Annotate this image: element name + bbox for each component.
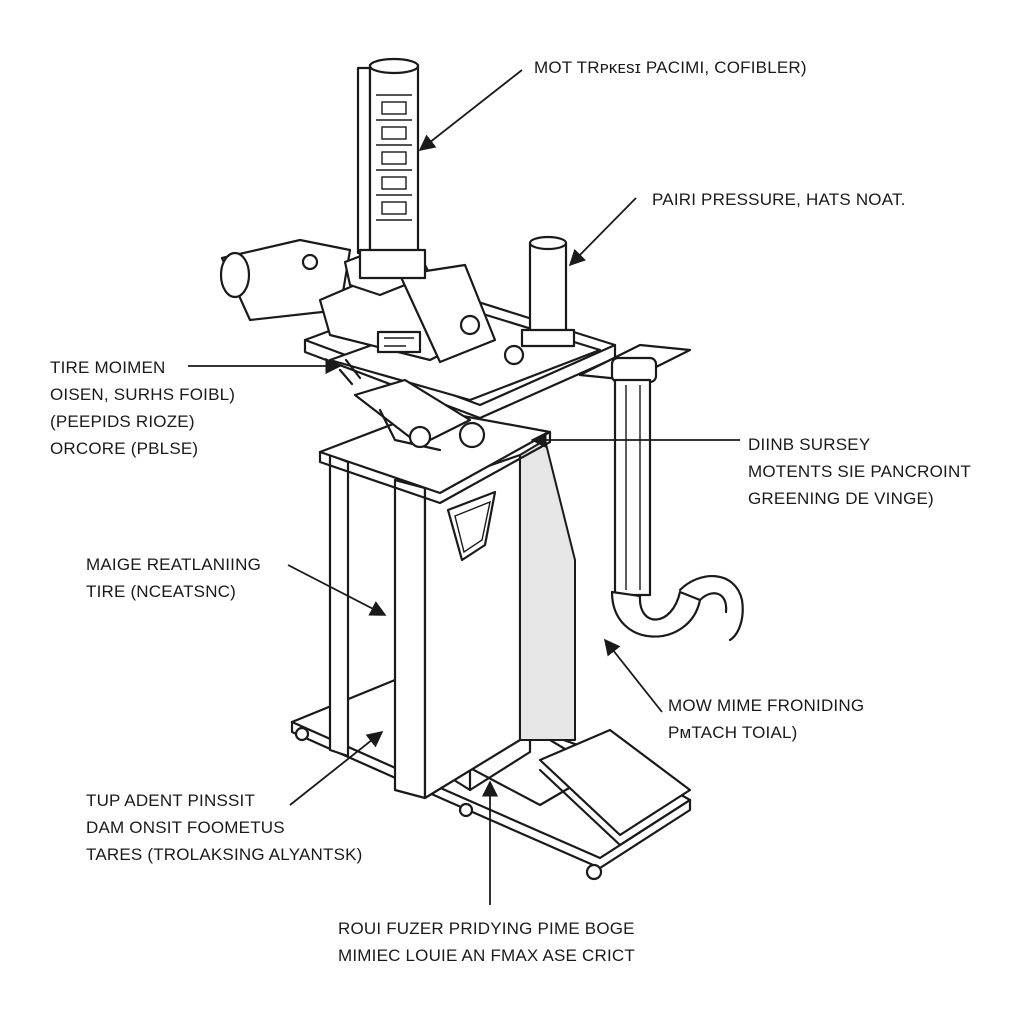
main-column: [318, 408, 576, 800]
callout-right-middle: DIINB SURSEY MOTENTS SIE PANCROINT GREEN…: [748, 435, 972, 508]
callout-pipe-top: PAIRI PRESSURE, HATS NOAT.: [652, 190, 906, 209]
callout-left-middle: MAIGE REATLANIING TIRE (NCEATSNC): [86, 555, 262, 601]
callout-bottom: ROUI FUZER PRIDYING PIME BOGE MIMIEC LOU…: [338, 919, 635, 965]
callout-left-lower: TUP ADENT PINSSIT DAM ONSIT FOOMETUS TAR…: [86, 791, 363, 864]
leader-arrows: [188, 69, 740, 905]
callout-top: MOT TRᴘᴋᴇsɪ PACIMI, COFIBLER): [534, 58, 807, 77]
top-column: [356, 57, 427, 280]
base-platform: [290, 678, 692, 881]
pressure-pipe: [503, 235, 576, 366]
callout-left-upper: TIRE MOIMEN OISEN, SURHS FOIBL) (PEEPIDS…: [50, 358, 236, 458]
side-hose: [578, 343, 744, 642]
motor-head: [219, 238, 497, 364]
callout-right-lower: MOW MIME FRONIDING PᴍTACH TOIAL): [668, 696, 865, 742]
